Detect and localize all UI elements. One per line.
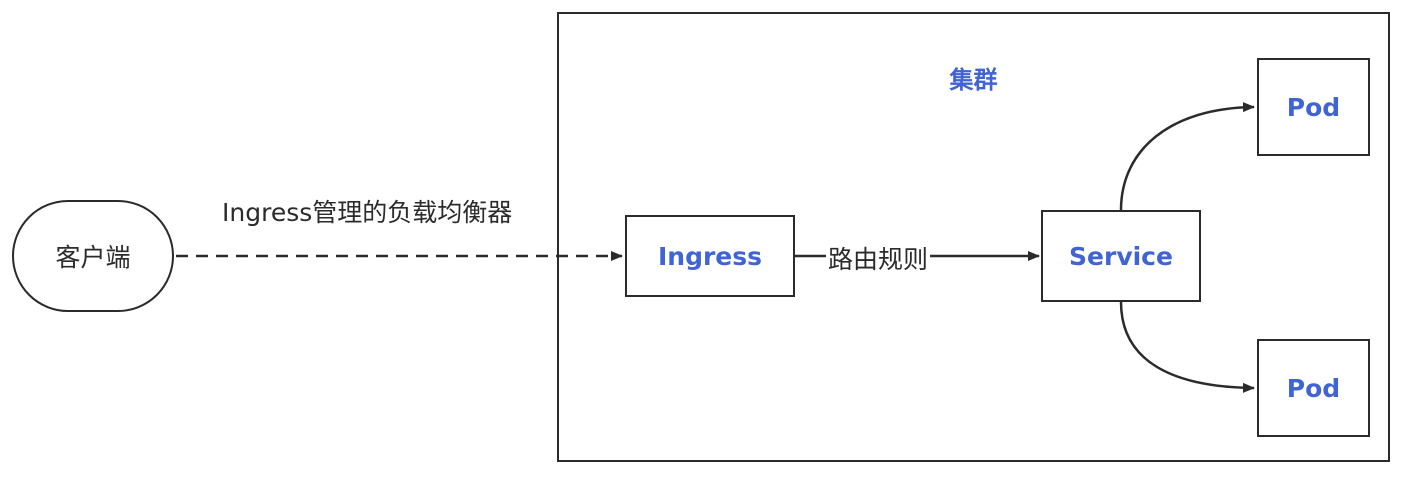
pod-node-top: Pod <box>1257 58 1370 156</box>
service-label: Service <box>1069 241 1173 271</box>
service-node: Service <box>1041 210 1201 302</box>
edge-service-to-pod-top <box>1119 102 1255 211</box>
ingress-label: Ingress <box>657 241 763 271</box>
edge-label-load-balancer: Ingress管理的负载均衡器 <box>222 198 513 227</box>
cluster-title: 集群 <box>949 66 998 94</box>
client-label: 客户端 <box>55 243 131 272</box>
edge-label-routing-rules: 路由规则 <box>826 240 931 276</box>
edge-service-to-pod-bottom <box>1119 301 1255 393</box>
pod-bottom-label: Pod <box>1286 373 1341 403</box>
ingress-node: Ingress <box>625 215 795 297</box>
pod-node-bottom: Pod <box>1257 339 1370 437</box>
cluster-container: 集群 <box>557 12 1390 462</box>
pod-top-label: Pod <box>1286 92 1341 122</box>
client-node: 客户端 <box>12 200 174 312</box>
